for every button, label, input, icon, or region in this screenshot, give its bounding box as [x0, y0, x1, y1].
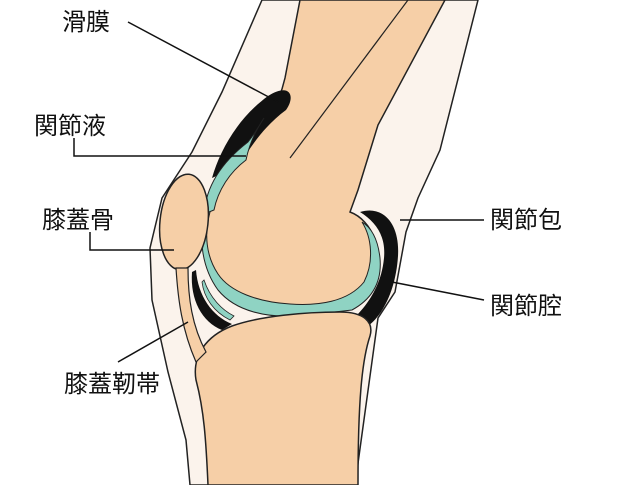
tibia [195, 312, 371, 485]
label-patellar-ligament: 膝蓋靭帯 [64, 370, 160, 398]
label-joint-capsule: 関節包 [490, 206, 562, 234]
label-synovial-fluid: 関節液 [34, 112, 106, 140]
label-joint-cavity: 関節腔 [490, 292, 562, 320]
leader-line-joint-cavity [392, 282, 484, 300]
label-synovium: 滑膜 [62, 8, 110, 36]
label-patella: 膝蓋骨 [42, 206, 114, 234]
